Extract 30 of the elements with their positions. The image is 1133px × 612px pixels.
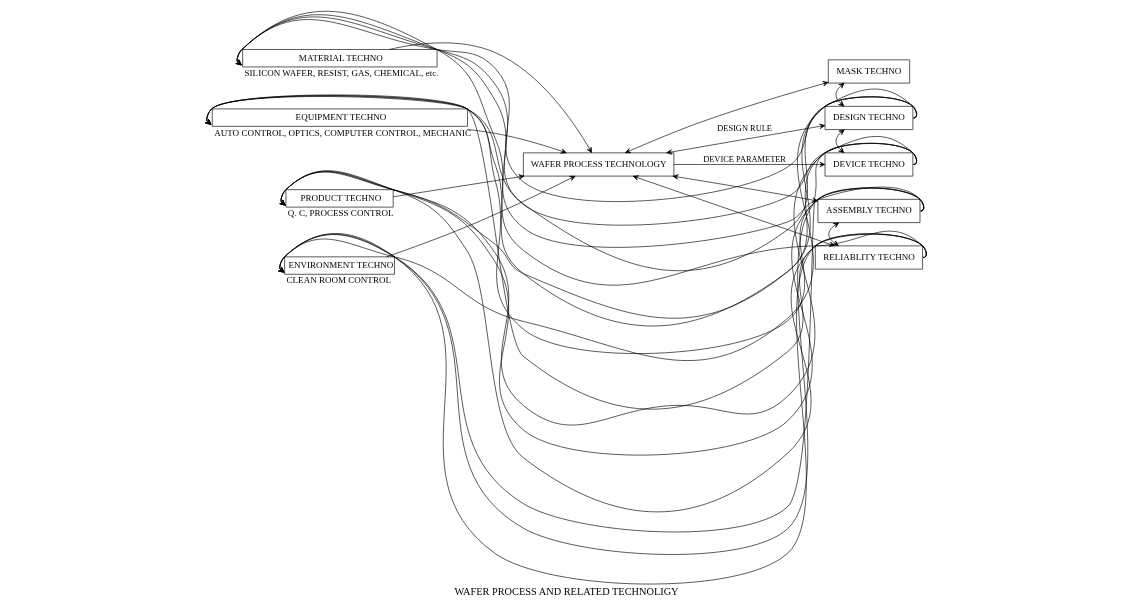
arrow [632, 175, 835, 247]
arrow [278, 187, 925, 555]
node-box: DESIGN TECHNO [824, 106, 914, 130]
arrow [392, 174, 525, 198]
arrow [673, 161, 826, 168]
arrow [205, 96, 917, 272]
node-label: Q. C, PROCESS CONTROL [287, 208, 394, 219]
node-box: ENVIRONMENT TECHNO [284, 256, 395, 275]
arrow [624, 81, 829, 154]
arrow [466, 129, 567, 154]
node-box: PRODUCT TECHNO [285, 189, 394, 208]
node-box: MATERIAL TECHNO [242, 49, 438, 68]
node-box: ASSEMBLY TECHNO [817, 199, 921, 223]
node-box: RELIABLITY TECHNO [815, 245, 923, 270]
arrow [835, 129, 845, 153]
arrow [386, 175, 576, 258]
arrow [835, 82, 845, 107]
node-label: AUTO CONTROL, OPTICS, COMPUTER CONTROL, MECHANIC [214, 127, 471, 138]
arrow [388, 42, 593, 154]
node-box: DEVICE TECHNO [824, 152, 914, 177]
node-label: CLEAN ROOM CONTROL [286, 275, 391, 286]
node-box: WAFER PROCESS TECHNOLOGY [523, 152, 675, 177]
node-box: EQUIPMENT TECHNO [211, 108, 468, 127]
arrow [666, 123, 826, 155]
arrow [278, 233, 927, 585]
arrow [279, 170, 925, 456]
node-box: MASK TECHNO [827, 59, 910, 84]
node-label: SILICON WAFER, RESIST, GAS, CHEMICAL, etc. [244, 68, 439, 79]
caption: WAFER PROCESS AND RELATED TECHNOLIGY [454, 586, 679, 598]
arrow [828, 222, 840, 246]
